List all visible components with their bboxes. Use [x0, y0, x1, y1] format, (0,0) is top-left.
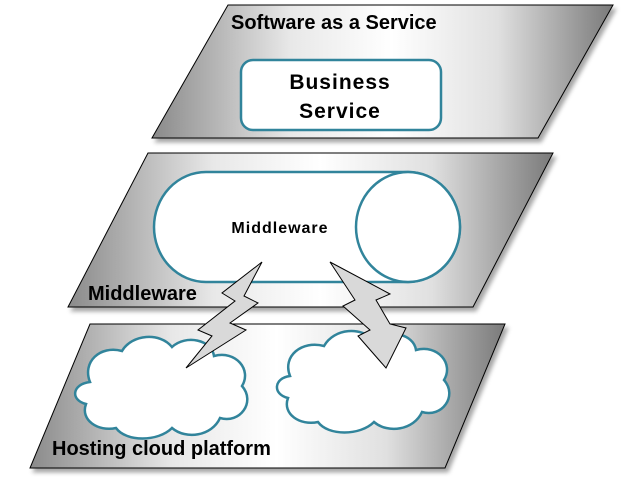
- business-service-label-line1: Business: [289, 71, 390, 94]
- cloud-right-icon: [275, 329, 451, 434]
- hosting-layer-label: Hosting cloud platform: [52, 438, 271, 460]
- lightning-connector-right-icon: [329, 261, 407, 369]
- saas-layer: Software as a Service Business Service: [151, 4, 614, 139]
- saas-layer-label: Software as a Service: [231, 12, 437, 34]
- cloud-left-icon: [74, 335, 249, 440]
- middleware-layer-label: Middleware: [88, 283, 197, 305]
- business-service-label-line2: Service: [299, 100, 381, 123]
- business-service-box: [239, 58, 443, 132]
- middleware-cylinder-label: Middleware: [231, 220, 328, 237]
- lightning-connector-left-icon: [185, 261, 263, 369]
- middleware-layer: Middleware Middleware: [67, 152, 554, 308]
- middleware-cylinder-cap: [354, 170, 462, 284]
- hosting-layer: Hosting cloud platform: [29, 323, 506, 469]
